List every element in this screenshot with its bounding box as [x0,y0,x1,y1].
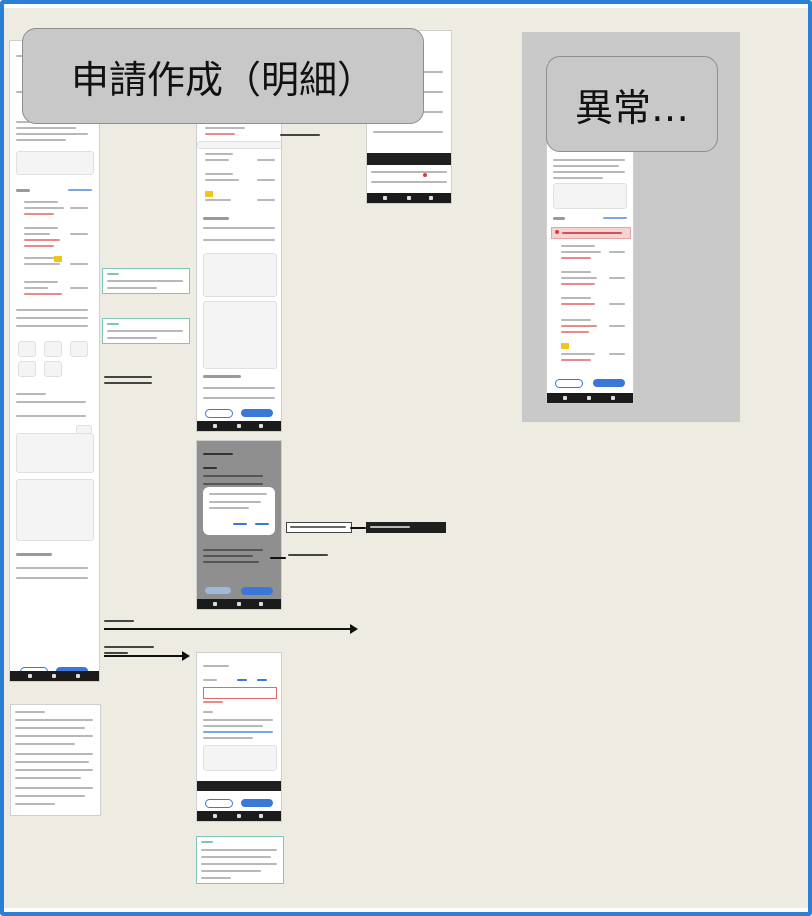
design-canvas: 申請作成（明細） 異常… [4,8,808,908]
annotation-label-3 [104,376,152,378]
callout-box-2 [366,522,446,533]
section-title-right: 異常… [546,56,718,152]
section-title-right-text: 異常… [574,85,689,130]
section-title-left: 申請作成（明細） [22,28,424,124]
flow-arrow-1 [104,624,358,634]
annotation-note-bottom [196,836,284,884]
screen-detail-scrolled[interactable] [196,120,282,432]
notes-panel [10,704,101,816]
screen-detail-long[interactable] [9,40,100,682]
flow-arrow-2 [104,651,190,661]
callout-box-1 [286,522,352,533]
confirm-dialog-box[interactable] [203,487,275,535]
section-title-left-text: 申請作成（明細） [70,57,375,102]
screen-edit-form[interactable] [196,652,282,822]
annotation-note-1 [102,268,190,294]
callout-label-3 [288,554,328,556]
annotation-note-2 [102,318,190,344]
error-banner [551,227,631,239]
screen-confirm-dialog[interactable] [196,440,282,610]
